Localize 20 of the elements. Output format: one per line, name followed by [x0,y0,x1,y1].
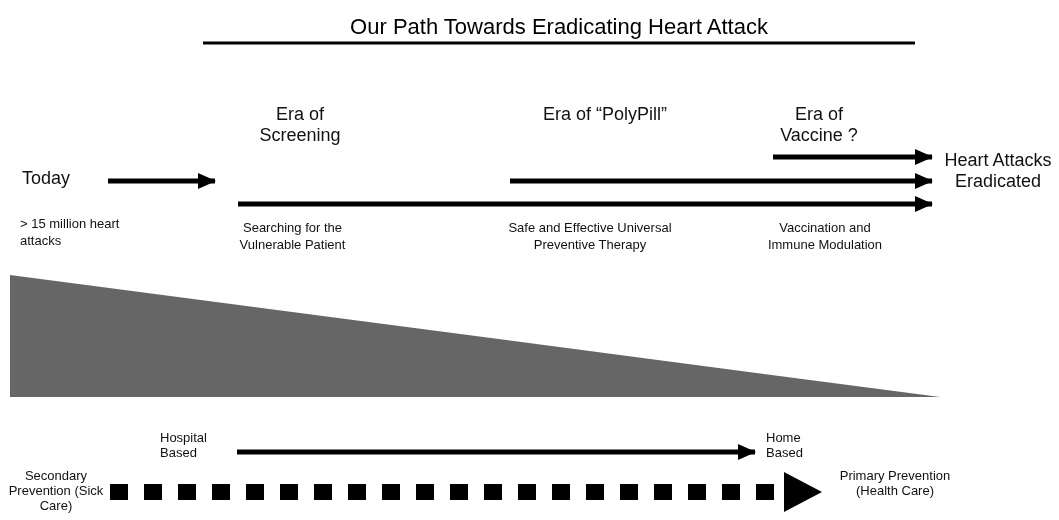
era-heading: Era of Vaccine ? [773,104,865,146]
arrow [238,196,933,212]
diagram-title: Our Path Towards Eradicating Heart Attack [349,14,769,40]
era-description: Searching for the Vulnerable Patient [238,220,347,254]
start-label: Today [22,168,102,189]
arrow [108,173,216,189]
care-setting-label: Hospital Based [160,430,230,460]
era-description: > 15 million heart attacks [20,216,121,250]
goal-label: Heart Attacks Eradicated [940,150,1056,192]
care-setting-label: Home Based [766,430,826,460]
era-description: Vaccination and Immune Modulation [766,220,884,254]
era-heading: Era of “PolyPill” [510,104,700,125]
dashed-arrow [110,472,822,512]
prevention-label: Primary Prevention (Health Care) [830,468,960,498]
era-description: Safe and Effective Universal Preventive Therapy [507,220,673,254]
era-heading: Era of Screening [238,104,362,146]
arrow [510,173,933,189]
arrow [773,149,933,165]
prevention-label: Secondary Prevention (Sick Care) [8,468,104,513]
arrow [237,444,756,460]
